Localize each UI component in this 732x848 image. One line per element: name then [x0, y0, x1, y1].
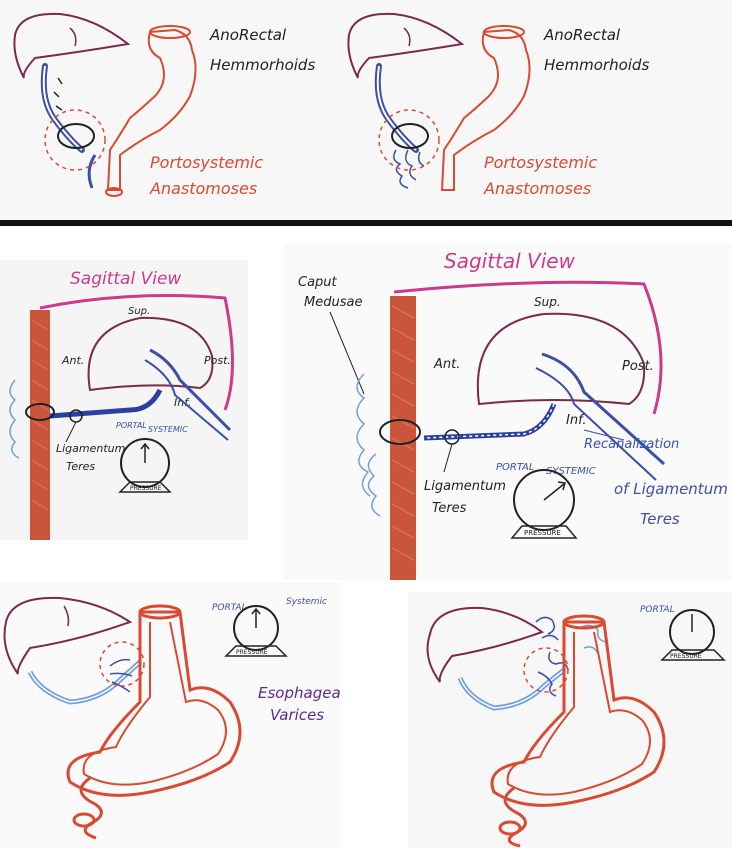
- ligamentum-teres-recanalized: [423, 403, 557, 441]
- ant-label-right: Ant.: [433, 357, 460, 372]
- teres-label-right: Teres: [432, 501, 467, 516]
- portal-vein: [374, 63, 419, 153]
- of-ligamentum-label: of Ligamentum: [614, 480, 728, 498]
- sagittal-title-left: Sagittal View: [70, 269, 181, 289]
- ligamentum-label-left: Ligamentum: [56, 442, 125, 455]
- panel-divider: [0, 220, 732, 226]
- anorectal-left-group: AnoRectal Hemmorhoids Portosystemic Anas…: [13, 12, 315, 198]
- ligamentum-label-right: Ligamentum: [424, 479, 506, 494]
- pressure-gauge-esoph-left: PRESSURE: [224, 605, 288, 657]
- sup-label-left: Sup.: [128, 306, 150, 317]
- rectus-wall: [390, 296, 416, 580]
- esophageal-varices-right-panel: PORTAL PRESSURE: [408, 592, 732, 848]
- liver-shape: [3, 596, 133, 675]
- systemic-label-esoph-left: Systemic: [286, 597, 327, 607]
- esophageal-varices-left-panel: PORTAL Systemic PRESSURE Esophageal Vari…: [0, 582, 340, 848]
- teres-label-left: Teres: [66, 460, 95, 473]
- pressure-gauge-right: PRESSURE: [510, 469, 578, 539]
- portal-label-esoph-left: PORTAL: [212, 603, 247, 613]
- anorectal-right-group: AnoRectal Hemmorhoids Portosystemic Anas…: [347, 12, 649, 198]
- portosystemic-label-left: Portosystemic: [150, 153, 263, 172]
- abdominal-wall-curve: [393, 280, 663, 415]
- post-label-right: Post.: [622, 359, 654, 374]
- sagittal-diagram-right: Sagittal View Caput Medusae Sup. Ant. Po…: [298, 249, 728, 580]
- esophagus-diagram-right: PORTAL PRESSURE: [426, 605, 726, 848]
- liver-shape: [347, 12, 465, 79]
- esophagus-diagram-left: PORTAL Systemic PRESSURE Esophageal Vari…: [3, 596, 340, 840]
- portal-vein: [27, 660, 142, 705]
- portal-label-esoph-right: PORTAL: [640, 605, 675, 615]
- stomach-shape: [66, 610, 242, 797]
- systemic-label-left: SYSTEMIC: [148, 425, 188, 434]
- varices-label: Varices: [270, 706, 324, 724]
- anorectal-diagram: AnoRectal Hemmorhoids Portosystemic Anas…: [13, 12, 649, 198]
- anastomoses-label-right: Anastomoses: [483, 179, 591, 198]
- sagittal-view-right-panel: Sagittal View Caput Medusae Sup. Ant. Po…: [284, 244, 732, 580]
- portal-vein: [40, 63, 85, 153]
- pressure-label-esoph-left: PRESSURE: [236, 649, 268, 656]
- pressure-gauge-left: PRESSURE: [118, 438, 172, 493]
- post-label-left: Post.: [204, 354, 231, 367]
- portal-vein-sagittal: [149, 348, 232, 432]
- anorectal-label-right: AnoRectal: [543, 26, 621, 44]
- esophageal-label: Esophageal: [258, 684, 340, 702]
- hemorrhoids-label-left: Hemmorhoids: [210, 56, 315, 74]
- hemorrhoids-label-right: Hemmorhoids: [544, 56, 649, 74]
- liver-sagittal: [476, 312, 646, 406]
- sup-label-right: Sup.: [534, 295, 561, 309]
- recanalization-label: Recanalization: [584, 437, 679, 452]
- abdominal-wall-curve: [39, 294, 234, 411]
- anorectal-label-left: AnoRectal: [209, 26, 287, 44]
- sagittal-view-left-panel: Sagittal View Sup. Ant. Post. Inf. Ligam…: [0, 260, 248, 540]
- colon-shape: [440, 28, 531, 191]
- liver-shape: [426, 606, 545, 683]
- pressure-label-right: PRESSURE: [524, 529, 561, 537]
- pressure-gauge-esoph-right: PRESSURE: [660, 609, 726, 661]
- inf-label-right: Inf.: [566, 413, 587, 428]
- stomach-shape: [490, 620, 666, 807]
- pressure-label-esoph-right: PRESSURE: [670, 653, 702, 660]
- anorectal-hemorrhoids-panel: AnoRectal Hemmorhoids Portosystemic Anas…: [0, 0, 732, 220]
- ant-label-left: Ant.: [61, 354, 84, 367]
- anastomoses-label-left: Anastomoses: [149, 179, 257, 198]
- teres-blue-label: Teres: [640, 510, 680, 528]
- spacer-strip: [0, 226, 732, 238]
- caput-label: Caput: [298, 275, 338, 290]
- medusae-label: Medusae: [304, 295, 362, 310]
- pressure-label-left: PRESSURE: [130, 485, 162, 492]
- portosystemic-label-right: Portosystemic: [484, 153, 597, 172]
- portal-label-right: PORTAL: [496, 462, 534, 473]
- sagittal-title-right: Sagittal View: [444, 249, 576, 273]
- portal-label-left: PORTAL: [116, 421, 147, 430]
- ligamentum-teres: [49, 388, 163, 419]
- liver-sagittal: [87, 316, 214, 392]
- portal-vein-sagittal: [541, 352, 666, 466]
- liver-shape: [13, 12, 131, 79]
- portal-vein: [457, 668, 566, 711]
- systemic-label-right: SYSTEMIC: [546, 466, 596, 477]
- sagittal-diagram-left: Sagittal View Sup. Ant. Post. Inf. Ligam…: [9, 269, 234, 540]
